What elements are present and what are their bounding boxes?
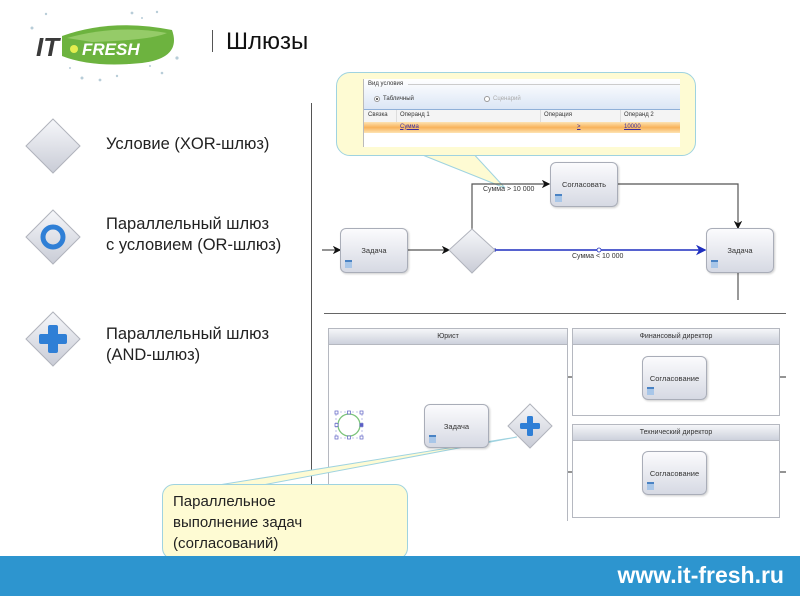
table-row[interactable]: Сумма > 10000: [364, 122, 680, 133]
condition-callout: Вид условия Табличный Сценарий Связка Оп…: [336, 72, 696, 156]
cell-operation[interactable]: >: [577, 123, 581, 130]
legend-text-or: Параллельный шлюз с условием (OR-шлюз): [106, 215, 282, 254]
column-header-operand2[interactable]: Операнд 2: [624, 112, 654, 118]
task-type-icon: [429, 435, 436, 443]
horizontal-divider: [324, 313, 786, 314]
condition-type-label: Вид условия: [368, 81, 404, 87]
legend-item-or: Параллельный шлюз с условием (OR-шлюз): [24, 208, 324, 278]
radio-table[interactable]: Табличный: [374, 96, 414, 102]
and-gateway-shape[interactable]: [507, 403, 553, 449]
legend-text-and: Параллельный шлюз (AND-шлюз): [106, 325, 270, 364]
parallel-execution-callout: Параллельное выполнение задач (согласова…: [162, 484, 408, 560]
logo-fresh-text: FRESH: [82, 40, 140, 59]
task-type-icon: [647, 482, 654, 490]
edge-label-lower: Сумма < 10 000: [572, 253, 624, 260]
radio-script[interactable]: Сценарий: [484, 96, 521, 102]
task-type-icon: [711, 260, 718, 268]
it-fresh-logo: IT FRESH: [22, 8, 182, 83]
task-finance-approval[interactable]: Согласование: [642, 356, 707, 400]
edge-label-upper: Сумма > 10 000: [483, 186, 535, 193]
or-gateway-icon: [25, 209, 81, 265]
legend-item-xor: Условие (XOR-шлюз): [24, 117, 324, 187]
start-event[interactable]: [334, 410, 364, 440]
condition-type-group: Вид условия Табличный Сценарий: [364, 79, 680, 110]
legend-item-and: Параллельный шлюз (AND-шлюз): [24, 310, 324, 380]
lane-header-technical: Технический директор: [573, 425, 779, 441]
column-header-operation[interactable]: Операция: [544, 112, 572, 118]
edge-upper: [471, 179, 551, 229]
column-header-link[interactable]: Связка: [368, 112, 388, 118]
xor-gateway-icon: [25, 118, 81, 174]
edge-approve-to-task: [617, 183, 743, 230]
title-separator: [212, 30, 213, 52]
page-title: Шлюзы: [226, 28, 309, 55]
vertical-divider: [311, 103, 312, 521]
radio-dot-selected: [374, 96, 380, 102]
and-gateway-icon: [25, 311, 81, 367]
logo-it-text: IT: [36, 32, 61, 62]
task-approve[interactable]: Согласовать: [550, 162, 618, 207]
task-technical-approval[interactable]: Согласование: [642, 451, 707, 495]
cell-operand1[interactable]: Сумма: [400, 123, 419, 130]
task-left[interactable]: Задача: [340, 228, 408, 273]
task-type-icon: [555, 194, 562, 202]
task-lawyer[interactable]: Задача: [424, 404, 489, 448]
xor-gateway-shape: [448, 228, 496, 274]
task-type-icon: [647, 387, 654, 395]
lane-header-finance: Финансовый директор: [573, 329, 779, 345]
condition-editor-panel: Вид условия Табличный Сценарий Связка Оп…: [363, 79, 680, 147]
column-header-operand1[interactable]: Операнд 1: [400, 112, 430, 118]
task-type-icon: [345, 260, 352, 268]
lane-header-lawyer: Юрист: [329, 329, 567, 345]
task-right[interactable]: Задача: [706, 228, 774, 273]
callout-text: Параллельное выполнение задач (согласова…: [173, 493, 303, 552]
radio-dot: [484, 96, 490, 102]
footer-bar: www.it-fresh.ru: [0, 556, 800, 596]
website-link[interactable]: www.it-fresh.ru: [617, 562, 784, 588]
legend-text-xor: Условие (XOR-шлюз): [106, 135, 270, 153]
cell-operand2[interactable]: 10000: [624, 123, 641, 130]
